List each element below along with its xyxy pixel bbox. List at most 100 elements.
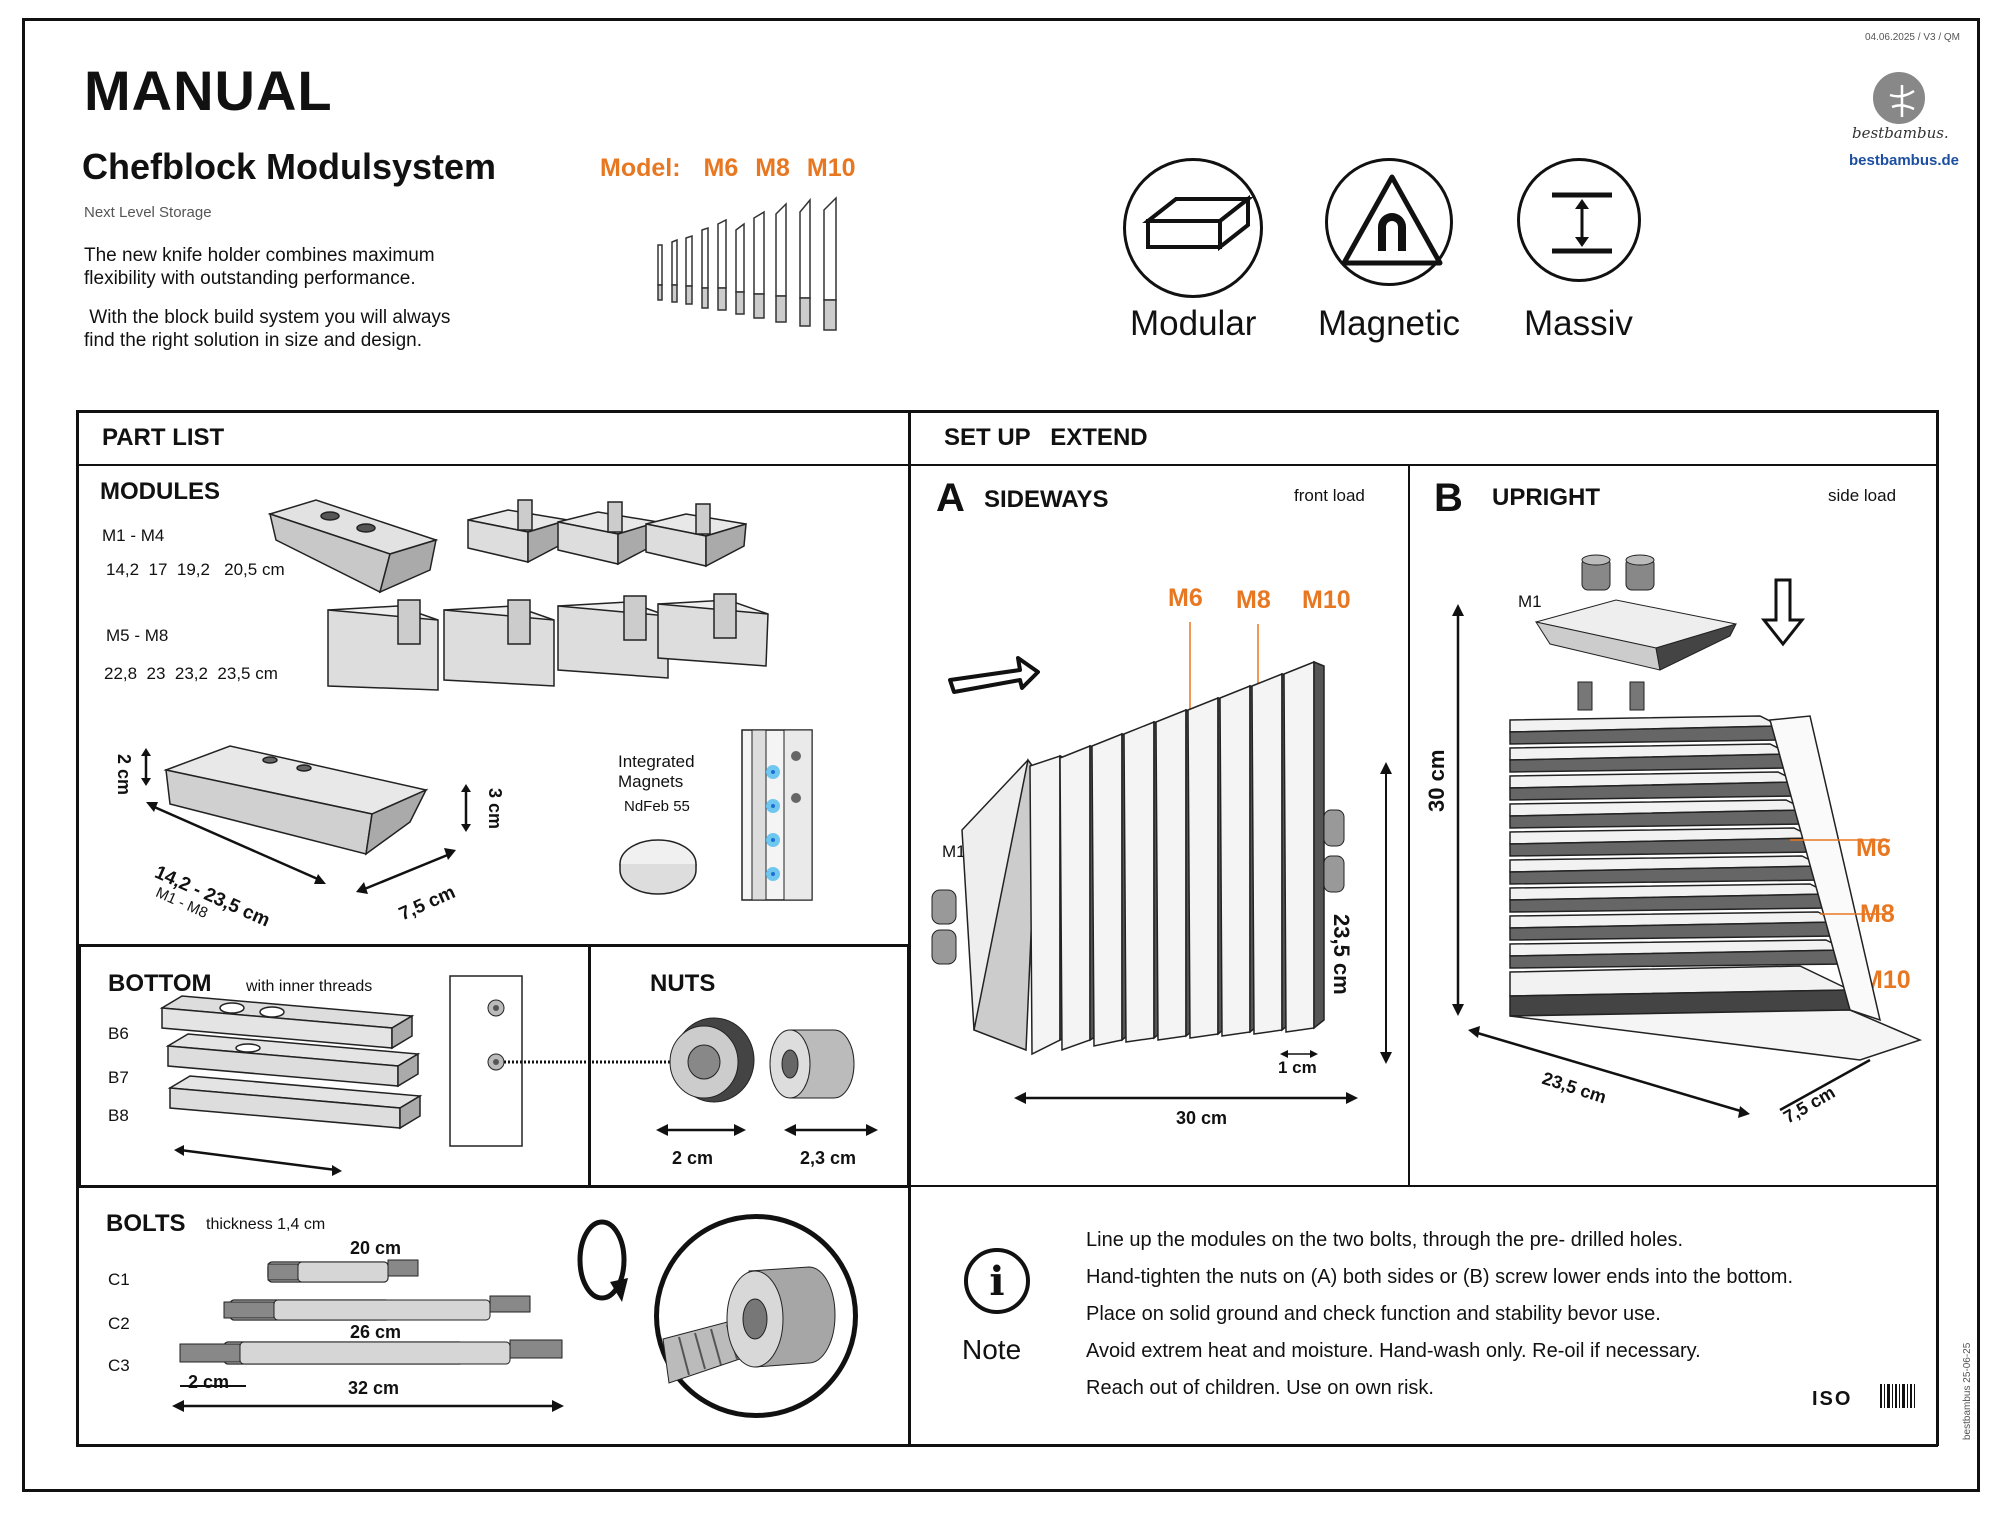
setup-b-letter: B bbox=[1434, 476, 1463, 520]
note-line-2: Hand-tighten the nuts on (A) both sides … bbox=[1086, 1266, 1794, 1288]
bottom-item-b7: B7 bbox=[108, 1068, 129, 1087]
grid-top-line bbox=[76, 410, 1938, 413]
grid-header-line bbox=[76, 464, 1938, 466]
model-m6: M6 bbox=[703, 154, 739, 182]
setup-a-model-m6: M6 bbox=[1168, 584, 1203, 612]
version-code: 04.06.2025 / V3 / QM bbox=[1864, 32, 1960, 43]
modules-m5-m8-label: M5 - M8 bbox=[106, 626, 169, 645]
setup-b-load: side load bbox=[1828, 486, 1897, 505]
bolt-length-1: 20 cm bbox=[350, 1238, 402, 1258]
setup-a-model-m10: M10 bbox=[1302, 586, 1351, 614]
description-1-line-a: The new knife holder combines maximum bbox=[84, 245, 435, 266]
feature-label-magnetic: Magnetic bbox=[1318, 304, 1461, 343]
modules-illustration bbox=[267, 499, 769, 691]
model-line: Model: M6 M8 M10 bbox=[600, 154, 856, 183]
brand-url[interactable]: bestbambus.de bbox=[1849, 152, 1960, 169]
bolts-subtitle: thickness 1,4 cm bbox=[206, 1216, 326, 1233]
description-1-line-b: flexibility with outstanding performance… bbox=[84, 268, 416, 289]
manual-title: MANUAL bbox=[84, 59, 333, 122]
setup-b-illustration bbox=[1452, 554, 1923, 1118]
setup-title: SET UP EXTEND bbox=[944, 424, 1148, 451]
grid-bottom-line bbox=[76, 1444, 1938, 1447]
tagline: Next Level Storage bbox=[84, 204, 212, 221]
bolt-length-3: 32 cm bbox=[348, 1378, 400, 1398]
magnets-label-3: NdFeb 55 bbox=[624, 798, 690, 815]
model-label: Model: bbox=[600, 154, 681, 182]
bottom-illustration bbox=[159, 975, 670, 1176]
massiv-badge bbox=[1517, 158, 1641, 282]
note-text: Line up the modules on the two bolts, th… bbox=[1086, 1222, 1793, 1407]
bolt-item-c2: C2 bbox=[108, 1314, 130, 1333]
setup-a-model-m8: M8 bbox=[1236, 586, 1271, 614]
module-dimension-illustration bbox=[141, 745, 471, 894]
modules-m5-m8-sizes: 22,8 23 23,2 23,5 cm bbox=[104, 664, 278, 683]
bottom-subtitle: with inner threads bbox=[246, 978, 373, 995]
setup-a-m1-label: M1 bbox=[942, 842, 966, 861]
bolt-nut-detail-circle bbox=[654, 1214, 858, 1418]
part-list-title: PART LIST bbox=[102, 424, 225, 451]
modules-m1-m4-sizes: 14,2 17 19,2 20,5 cm bbox=[106, 560, 285, 579]
model-m8: M8 bbox=[755, 154, 790, 182]
grid-note-line bbox=[908, 1185, 1938, 1187]
info-icon: i bbox=[964, 1248, 1030, 1314]
bottom-title: BOTTOM bbox=[108, 970, 212, 997]
knives-illustration bbox=[657, 196, 837, 331]
iso-label: ISO bbox=[1812, 1388, 1853, 1410]
bolt-item-c1: C1 bbox=[108, 1270, 130, 1289]
bottom-nuts-box bbox=[78, 944, 910, 1188]
module-depth-label: 3 cm bbox=[485, 787, 506, 830]
nut-size-1: 2 cm bbox=[672, 1148, 714, 1168]
product-name: Chefblock Modulsystem bbox=[82, 146, 497, 187]
bottom-item-b8: B8 bbox=[108, 1106, 129, 1125]
setup-b-m1-label: M1 bbox=[1518, 592, 1542, 611]
grid-middle-line bbox=[908, 410, 911, 1446]
description-2: With the block build system you will alw… bbox=[84, 306, 514, 352]
magnets-label-2: Magnets bbox=[618, 772, 684, 791]
barcode-icon bbox=[1880, 1384, 1915, 1408]
description-2-line-b: find the right solution in size and desi… bbox=[84, 330, 422, 351]
rotate-arrow-icon bbox=[577, 1219, 628, 1302]
brand-logo bbox=[1873, 72, 1925, 124]
page-frame bbox=[22, 18, 1980, 1492]
note-line-3: Place on solid ground and check function… bbox=[1086, 1303, 1661, 1325]
nut-size-2: 2,3 cm bbox=[800, 1148, 857, 1168]
note-line-4: Avoid extrem heat and moisture. Hand-was… bbox=[1086, 1340, 1701, 1362]
description-2-line-a: With the block build system you will alw… bbox=[84, 307, 451, 328]
brand-name: bestbambus. bbox=[1852, 124, 1949, 142]
setup-a-title: SIDEWAYS bbox=[984, 486, 1109, 513]
bamboo-leaf-icon bbox=[1889, 85, 1915, 117]
grid-ab-divider bbox=[1408, 464, 1410, 1186]
setup-a-gap: 1 cm bbox=[1278, 1058, 1317, 1077]
setup-a-illustration bbox=[931, 622, 1392, 1104]
block-icon bbox=[1142, 194, 1254, 252]
setup-b-model-m6: M6 bbox=[1856, 834, 1891, 862]
bolt-item-c3: C3 bbox=[108, 1356, 130, 1375]
thickness-icon bbox=[1552, 192, 1612, 254]
magnetic-badge bbox=[1325, 158, 1453, 286]
bolts-illustration bbox=[172, 1259, 564, 1412]
bottom-item-b6: B6 bbox=[108, 1024, 129, 1043]
bolts-title: BOLTS bbox=[106, 1210, 186, 1237]
bolt-length-2: 26 cm bbox=[350, 1322, 402, 1342]
grid-right-line bbox=[1936, 410, 1939, 1446]
note-line-1: Line up the modules on the two bolts, th… bbox=[1086, 1229, 1684, 1251]
nuts-title: NUTS bbox=[650, 970, 716, 997]
setup-a-letter: A bbox=[936, 476, 965, 520]
note-label: Note bbox=[962, 1334, 1022, 1365]
modules-title: MODULES bbox=[100, 478, 220, 505]
side-code: bestbambus 25-06-25 bbox=[1962, 1342, 1973, 1440]
bottom-nuts-divider bbox=[588, 944, 591, 1188]
magnet-illustration bbox=[619, 729, 813, 901]
model-m10: M10 bbox=[806, 154, 856, 182]
modular-badge bbox=[1123, 158, 1263, 298]
modules-m1-m4-label: M1 - M4 bbox=[102, 526, 165, 545]
setup-a-load: front load bbox=[1294, 486, 1365, 505]
nuts-illustration bbox=[656, 1017, 878, 1136]
setup-b-title: UPRIGHT bbox=[1492, 484, 1600, 511]
magnets-label-1: Integrated bbox=[618, 752, 695, 771]
module-height-label: 2 cm bbox=[114, 753, 135, 796]
bolt-nut-detail bbox=[662, 1266, 836, 1384]
note-line-5: Reach out of children. Use on own risk. bbox=[1086, 1377, 1434, 1399]
grid-left-line bbox=[76, 410, 79, 1446]
setup-a-width: 30 cm bbox=[1176, 1108, 1228, 1128]
